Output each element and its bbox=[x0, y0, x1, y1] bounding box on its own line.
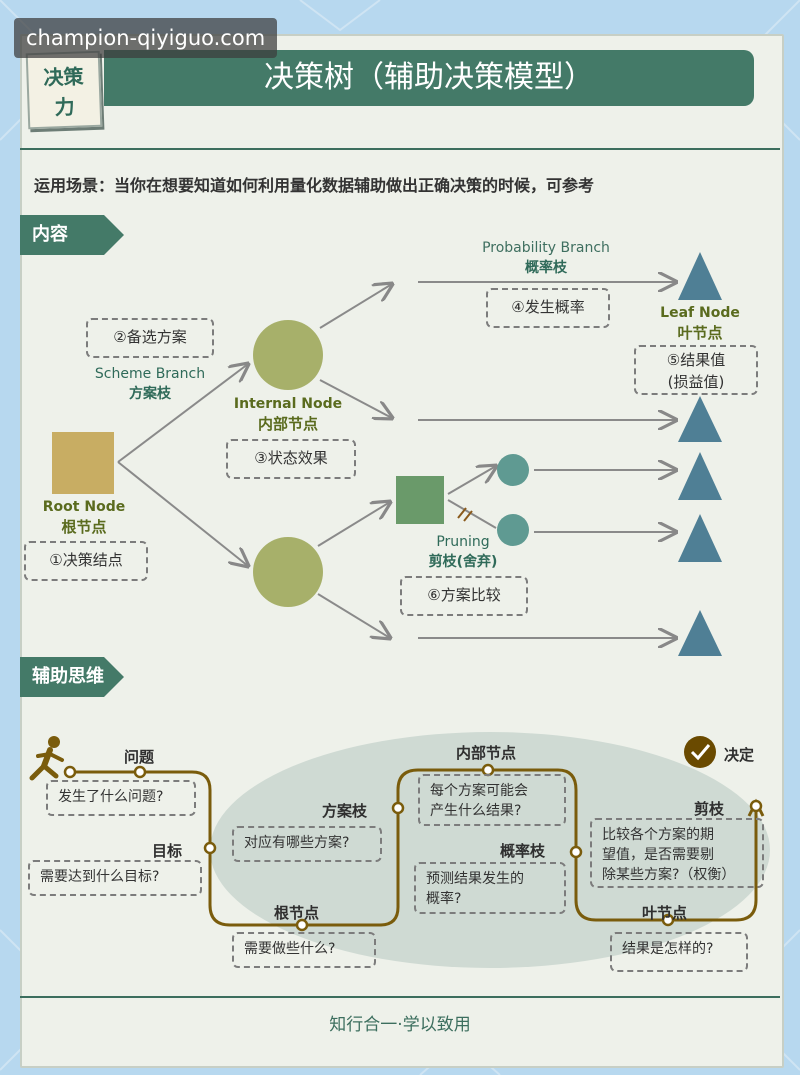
path-question-internal-line-1: 每个方案可能会 bbox=[430, 783, 528, 799]
path-label-decide: 决定 bbox=[724, 746, 755, 764]
chance-node-1 bbox=[497, 454, 529, 486]
path-question-internal-line-2: 产生什么结果? bbox=[430, 803, 522, 819]
probability-branch-label-en: Probability Branch bbox=[482, 240, 610, 256]
scheme-branch-label-en: Scheme Branch bbox=[94, 366, 206, 382]
check-icon bbox=[684, 736, 716, 768]
root-note: ①决策结点 bbox=[24, 541, 148, 581]
path-question-goal: 需要达到什么目标? bbox=[28, 860, 202, 896]
path-question-prune: 比较各个方案的期 望值，是否需要剔 除某些方案?（权衡） bbox=[590, 818, 764, 888]
thinking-ellipse bbox=[210, 732, 770, 968]
pruning-note: ⑥方案比较 bbox=[400, 576, 528, 616]
path-question-scheme: 对应有哪些方案? bbox=[232, 826, 382, 862]
section-tag-thinking: 辅助思维 bbox=[20, 657, 124, 697]
title-divider bbox=[20, 148, 780, 150]
path-question-prune-line-2: 望值，是否需要剔 bbox=[602, 847, 714, 863]
footer-slogan: 知行合一·学以致用 bbox=[329, 1015, 471, 1035]
section-tag-content: 内容 bbox=[20, 215, 124, 255]
path-label-internal: 内部节点 bbox=[456, 744, 517, 762]
internal-node-top bbox=[253, 320, 323, 390]
leaf-node-4 bbox=[678, 514, 722, 562]
decision-square bbox=[396, 476, 444, 524]
internal-node-label-cn: 内部节点 bbox=[257, 415, 318, 433]
path-question-prune-line-1: 比较各个方案的期 bbox=[602, 827, 714, 843]
path-question-probability-line-2: 概率? bbox=[426, 891, 462, 907]
leaf-node-5 bbox=[678, 610, 722, 656]
branch-internal-top-up bbox=[319, 284, 392, 329]
runner-icon bbox=[29, 736, 64, 781]
leaf-node-label-cn: 叶节点 bbox=[677, 324, 723, 342]
root-node-square bbox=[52, 432, 114, 494]
internal-node-bottom bbox=[253, 537, 323, 607]
path-label-probability: 概率枝 bbox=[500, 842, 546, 860]
branch-internal-bottom-down bbox=[317, 593, 390, 638]
leaf-note-line-2: (损益值) bbox=[667, 373, 725, 391]
leaf-node-3 bbox=[678, 452, 722, 500]
pruning-label-en: Pruning bbox=[436, 534, 490, 550]
leaf-node-2 bbox=[678, 396, 722, 442]
internal-note: ③状态效果 bbox=[226, 439, 356, 479]
branch-internal-bottom-up bbox=[317, 502, 390, 547]
path-question-probability-line-1: 预测结果发生的 bbox=[426, 871, 524, 887]
leaf-node-1 bbox=[678, 252, 722, 300]
path-question-internal: 每个方案可能会 产生什么结果? bbox=[418, 774, 566, 826]
usage-scene: 运用场景：当你在想要知道如何利用量化数据辅助做出正确决策的时候，可参考 bbox=[34, 176, 595, 195]
probability-branch-label-cn: 概率枝 bbox=[525, 260, 567, 276]
probability-note: ④发生概率 bbox=[486, 288, 610, 328]
path-label-goal: 目标 bbox=[152, 842, 183, 860]
leaf-note-line-1: ⑤结果值 bbox=[666, 351, 726, 369]
chance-node-2 bbox=[497, 514, 529, 546]
footer-divider bbox=[20, 996, 780, 998]
branch-root-to-internal-bottom bbox=[117, 461, 248, 566]
path-label-prune: 剪枝 bbox=[694, 800, 725, 818]
branch-root-to-internal-top bbox=[117, 364, 248, 463]
branch-internal-top-down bbox=[319, 379, 392, 418]
path-label-scheme: 方案枝 bbox=[322, 802, 368, 820]
page-title: 决策树（辅助决策模型） bbox=[104, 50, 754, 106]
path-question-problem: 发生了什么问题? bbox=[46, 780, 196, 816]
pruned-branch bbox=[447, 499, 497, 529]
branch-square-up bbox=[447, 466, 496, 495]
path-label-root: 根节点 bbox=[274, 904, 320, 922]
pruning-label-cn: 剪枝(舍弃) bbox=[428, 554, 498, 570]
pruning-mark bbox=[457, 507, 473, 522]
path-question-leaf: 结果是怎样的? bbox=[610, 932, 748, 972]
root-node-label-cn: 根节点 bbox=[61, 518, 107, 536]
path-label-problem: 问题 bbox=[124, 748, 155, 766]
scheme-branch-label-cn: 方案枝 bbox=[129, 386, 171, 402]
leaf-note: ⑤结果值 (损益值) bbox=[634, 345, 758, 395]
path-question-probability: 预测结果发生的 概率? bbox=[414, 862, 566, 914]
root-node-label-en: Root Node bbox=[42, 499, 126, 515]
thinking-path bbox=[68, 768, 758, 927]
leaf-node-label-en: Leaf Node bbox=[660, 305, 740, 321]
path-question-root: 需要做些什么? bbox=[232, 932, 376, 968]
watermark: champion-qiyiguo.com bbox=[14, 18, 278, 58]
path-question-prune-line-3: 除某些方案?（权衡） bbox=[602, 867, 736, 883]
path-label-leaf: 叶节点 bbox=[642, 904, 688, 922]
scheme-note: ②备选方案 bbox=[86, 318, 214, 358]
internal-node-label-en: Internal Node bbox=[233, 396, 343, 412]
path-checkpoints bbox=[63, 763, 763, 932]
